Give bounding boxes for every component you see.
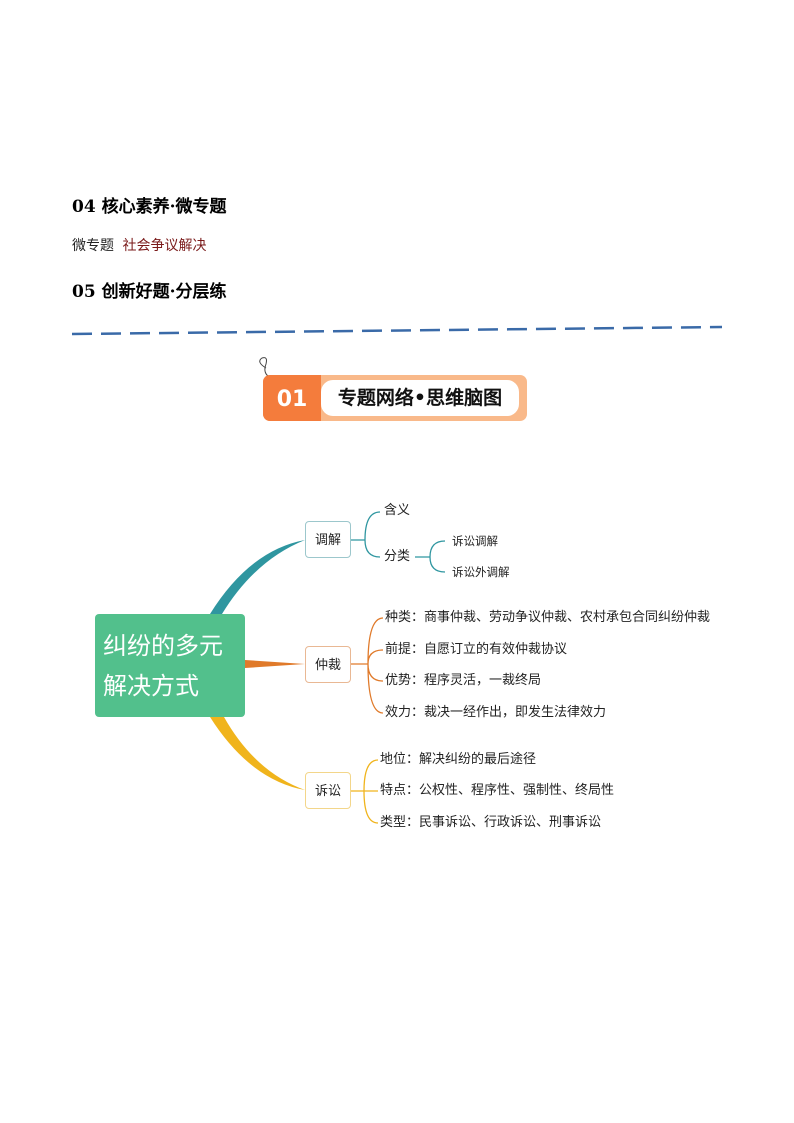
litigation-item: 地位：解决纠纷的最后途径 — [380, 752, 537, 767]
arbitration-item: 前提：自愿订立的有效仲裁协议 — [385, 642, 568, 657]
node-arbitration: 仲裁 — [305, 646, 351, 683]
dashed-divider — [71, 325, 723, 336]
node-litigation: 诉讼 — [305, 772, 351, 809]
banner-number: 01 — [263, 375, 321, 421]
banner-title: 专题网络•思维脑图 — [321, 380, 519, 416]
sub-topic-link[interactable]: 社会争议解决 — [122, 238, 207, 254]
section-04-title: 04 核心素养·微专题 — [72, 197, 227, 217]
arbitration-item: 效力：裁决一经作出，即发生法律效力 — [385, 705, 607, 720]
mediation-item: 分类 — [384, 549, 411, 564]
mediation-item: 含义 — [384, 503, 411, 518]
root-line-1: 纠纷的多元 — [103, 632, 223, 660]
section-04-subtitle: 微专题 社会争议解决 — [72, 235, 206, 255]
root-line-2: 解决方式 — [103, 672, 199, 700]
ribbon-curl-icon — [259, 357, 269, 377]
mediation-sub-item: 诉讼调解 — [452, 534, 498, 548]
mediation-sub-item: 诉讼外调解 — [452, 565, 510, 579]
branch-arbitration — [245, 660, 305, 668]
sub-prefix: 微专题 — [72, 238, 114, 254]
branch-litigation — [210, 717, 305, 790]
litigation-item: 类型：民事诉讼、行政诉讼、刑事诉讼 — [380, 815, 602, 830]
section-banner: 01 专题网络•思维脑图 — [263, 375, 527, 421]
node-mediation: 调解 — [305, 521, 351, 558]
branch-mediation — [210, 540, 305, 614]
litigation-item: 特点：公权性、程序性、强制性、终局性 — [380, 783, 615, 798]
mindmap-root: 纠纷的多元 解决方式 — [95, 614, 245, 717]
arbitration-item: 优势：程序灵活，一裁终局 — [385, 673, 542, 688]
section-05-title: 05 创新好题·分层练 — [72, 282, 227, 302]
arbitration-item: 种类：商事仲裁、劳动争议仲裁、农村承包合同纠纷仲裁 — [385, 610, 711, 625]
